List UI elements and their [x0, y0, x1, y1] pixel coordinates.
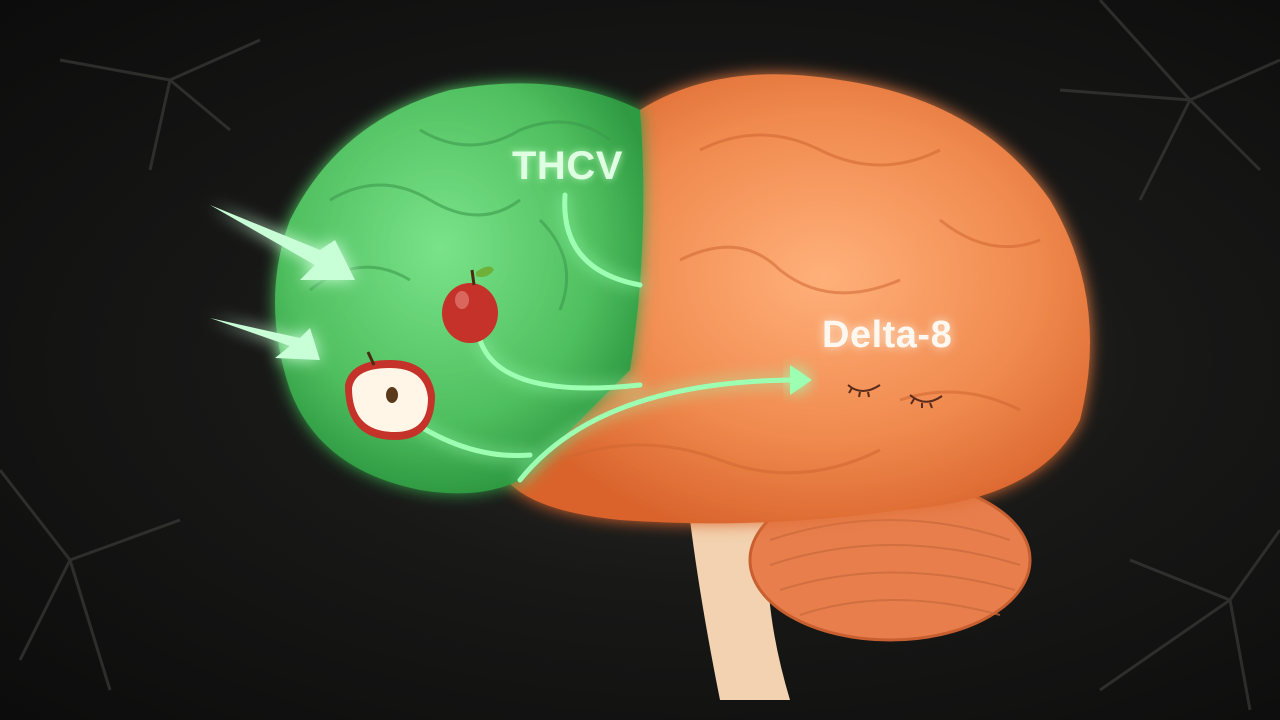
thcv-label: THCV: [512, 144, 623, 188]
apple-half-icon: [345, 351, 435, 440]
closed-eyes-icon: [847, 384, 943, 409]
delta-8-label: Delta-8: [822, 314, 953, 356]
orange-lobe: [500, 74, 1090, 524]
incoming-arrow-icon: [210, 205, 355, 360]
whole-apple-icon: [442, 266, 498, 343]
